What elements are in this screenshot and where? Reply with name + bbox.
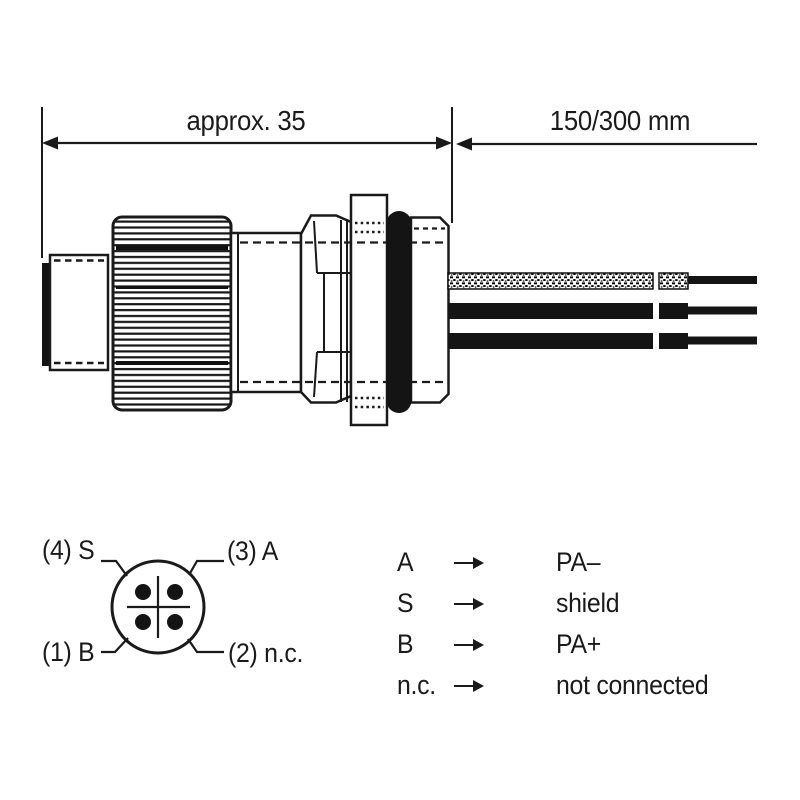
arrow-right-icon xyxy=(454,556,484,569)
pin-2-contact xyxy=(167,614,183,630)
shield-wire-stripped-end xyxy=(688,276,757,284)
mounting-flange xyxy=(349,193,389,427)
table-row: A PA– xyxy=(397,542,722,583)
shield-wire xyxy=(447,272,654,290)
rear-body xyxy=(409,216,450,404)
dimension-label-connector-length: approx. 35 xyxy=(186,105,306,136)
lead-wire-2-stripped-end xyxy=(688,336,757,345)
pin-4-contact xyxy=(135,584,151,600)
flying-leads xyxy=(447,272,757,349)
wiring-assignment-table: A PA– S shield B PA+ n.c. not connected xyxy=(397,542,722,706)
connector-barrel xyxy=(229,231,303,394)
table-row: n.c. not connected xyxy=(397,665,722,706)
pin-id-label: S xyxy=(397,588,414,618)
collar-washer xyxy=(340,220,348,402)
pin-3-contact xyxy=(167,584,183,600)
assignment-label: shield xyxy=(556,588,620,618)
thread-tip-body xyxy=(48,253,110,372)
dimension-cable-length xyxy=(456,137,757,151)
pin-face-cross xyxy=(127,576,190,638)
dimension-arrowhead-left xyxy=(42,136,58,150)
pin-leader-lines xyxy=(101,559,224,654)
pin-label-4-shield: (4) S xyxy=(42,535,95,565)
shield-wire-after-break xyxy=(658,272,689,290)
lead-wire-1-stripped-end xyxy=(688,306,757,315)
knurl-accent-bands xyxy=(116,246,228,365)
hex-facet-lines xyxy=(313,220,351,398)
pin-label-3-a: (3) A xyxy=(227,536,279,566)
pin-contacts xyxy=(135,584,183,630)
knurled-coupling-ring xyxy=(111,215,233,412)
lead-wire-2-after-break xyxy=(659,333,688,349)
assignment-label: not connected xyxy=(556,670,709,700)
pin-id-label: A xyxy=(397,547,414,577)
dimension-connector-length xyxy=(42,136,452,150)
lead-wire-1-after-break xyxy=(659,303,688,319)
arrow-right-icon xyxy=(454,597,484,610)
assignment-label: PA– xyxy=(556,547,601,577)
lead-wire-2 xyxy=(448,333,653,349)
assignment-label: PA+ xyxy=(556,629,601,659)
arrow-right-icon xyxy=(454,638,484,651)
pin-face-diagram xyxy=(101,559,224,655)
dimension-arrowhead-right xyxy=(436,136,452,150)
lead-wire-1 xyxy=(448,303,653,319)
o-ring xyxy=(386,211,412,413)
pin-id-label: B xyxy=(397,629,414,659)
arrow-right-icon xyxy=(454,679,484,692)
thread-tip-face xyxy=(42,263,50,366)
pin-id-label: n.c. xyxy=(397,670,436,700)
pin-label-2-nc: (2) n.c. xyxy=(228,638,304,668)
dimension-arrowhead-cable xyxy=(456,137,472,151)
table-row: S shield xyxy=(397,583,722,624)
table-row: B PA+ xyxy=(397,624,722,665)
hidden-edge-lines xyxy=(54,221,447,409)
pin-label-1-b: (1) B xyxy=(42,637,95,667)
pin-1-contact xyxy=(135,614,151,630)
dimension-extension-lines xyxy=(41,107,453,258)
dimension-label-cable-length: 150/300 mm xyxy=(549,105,691,136)
